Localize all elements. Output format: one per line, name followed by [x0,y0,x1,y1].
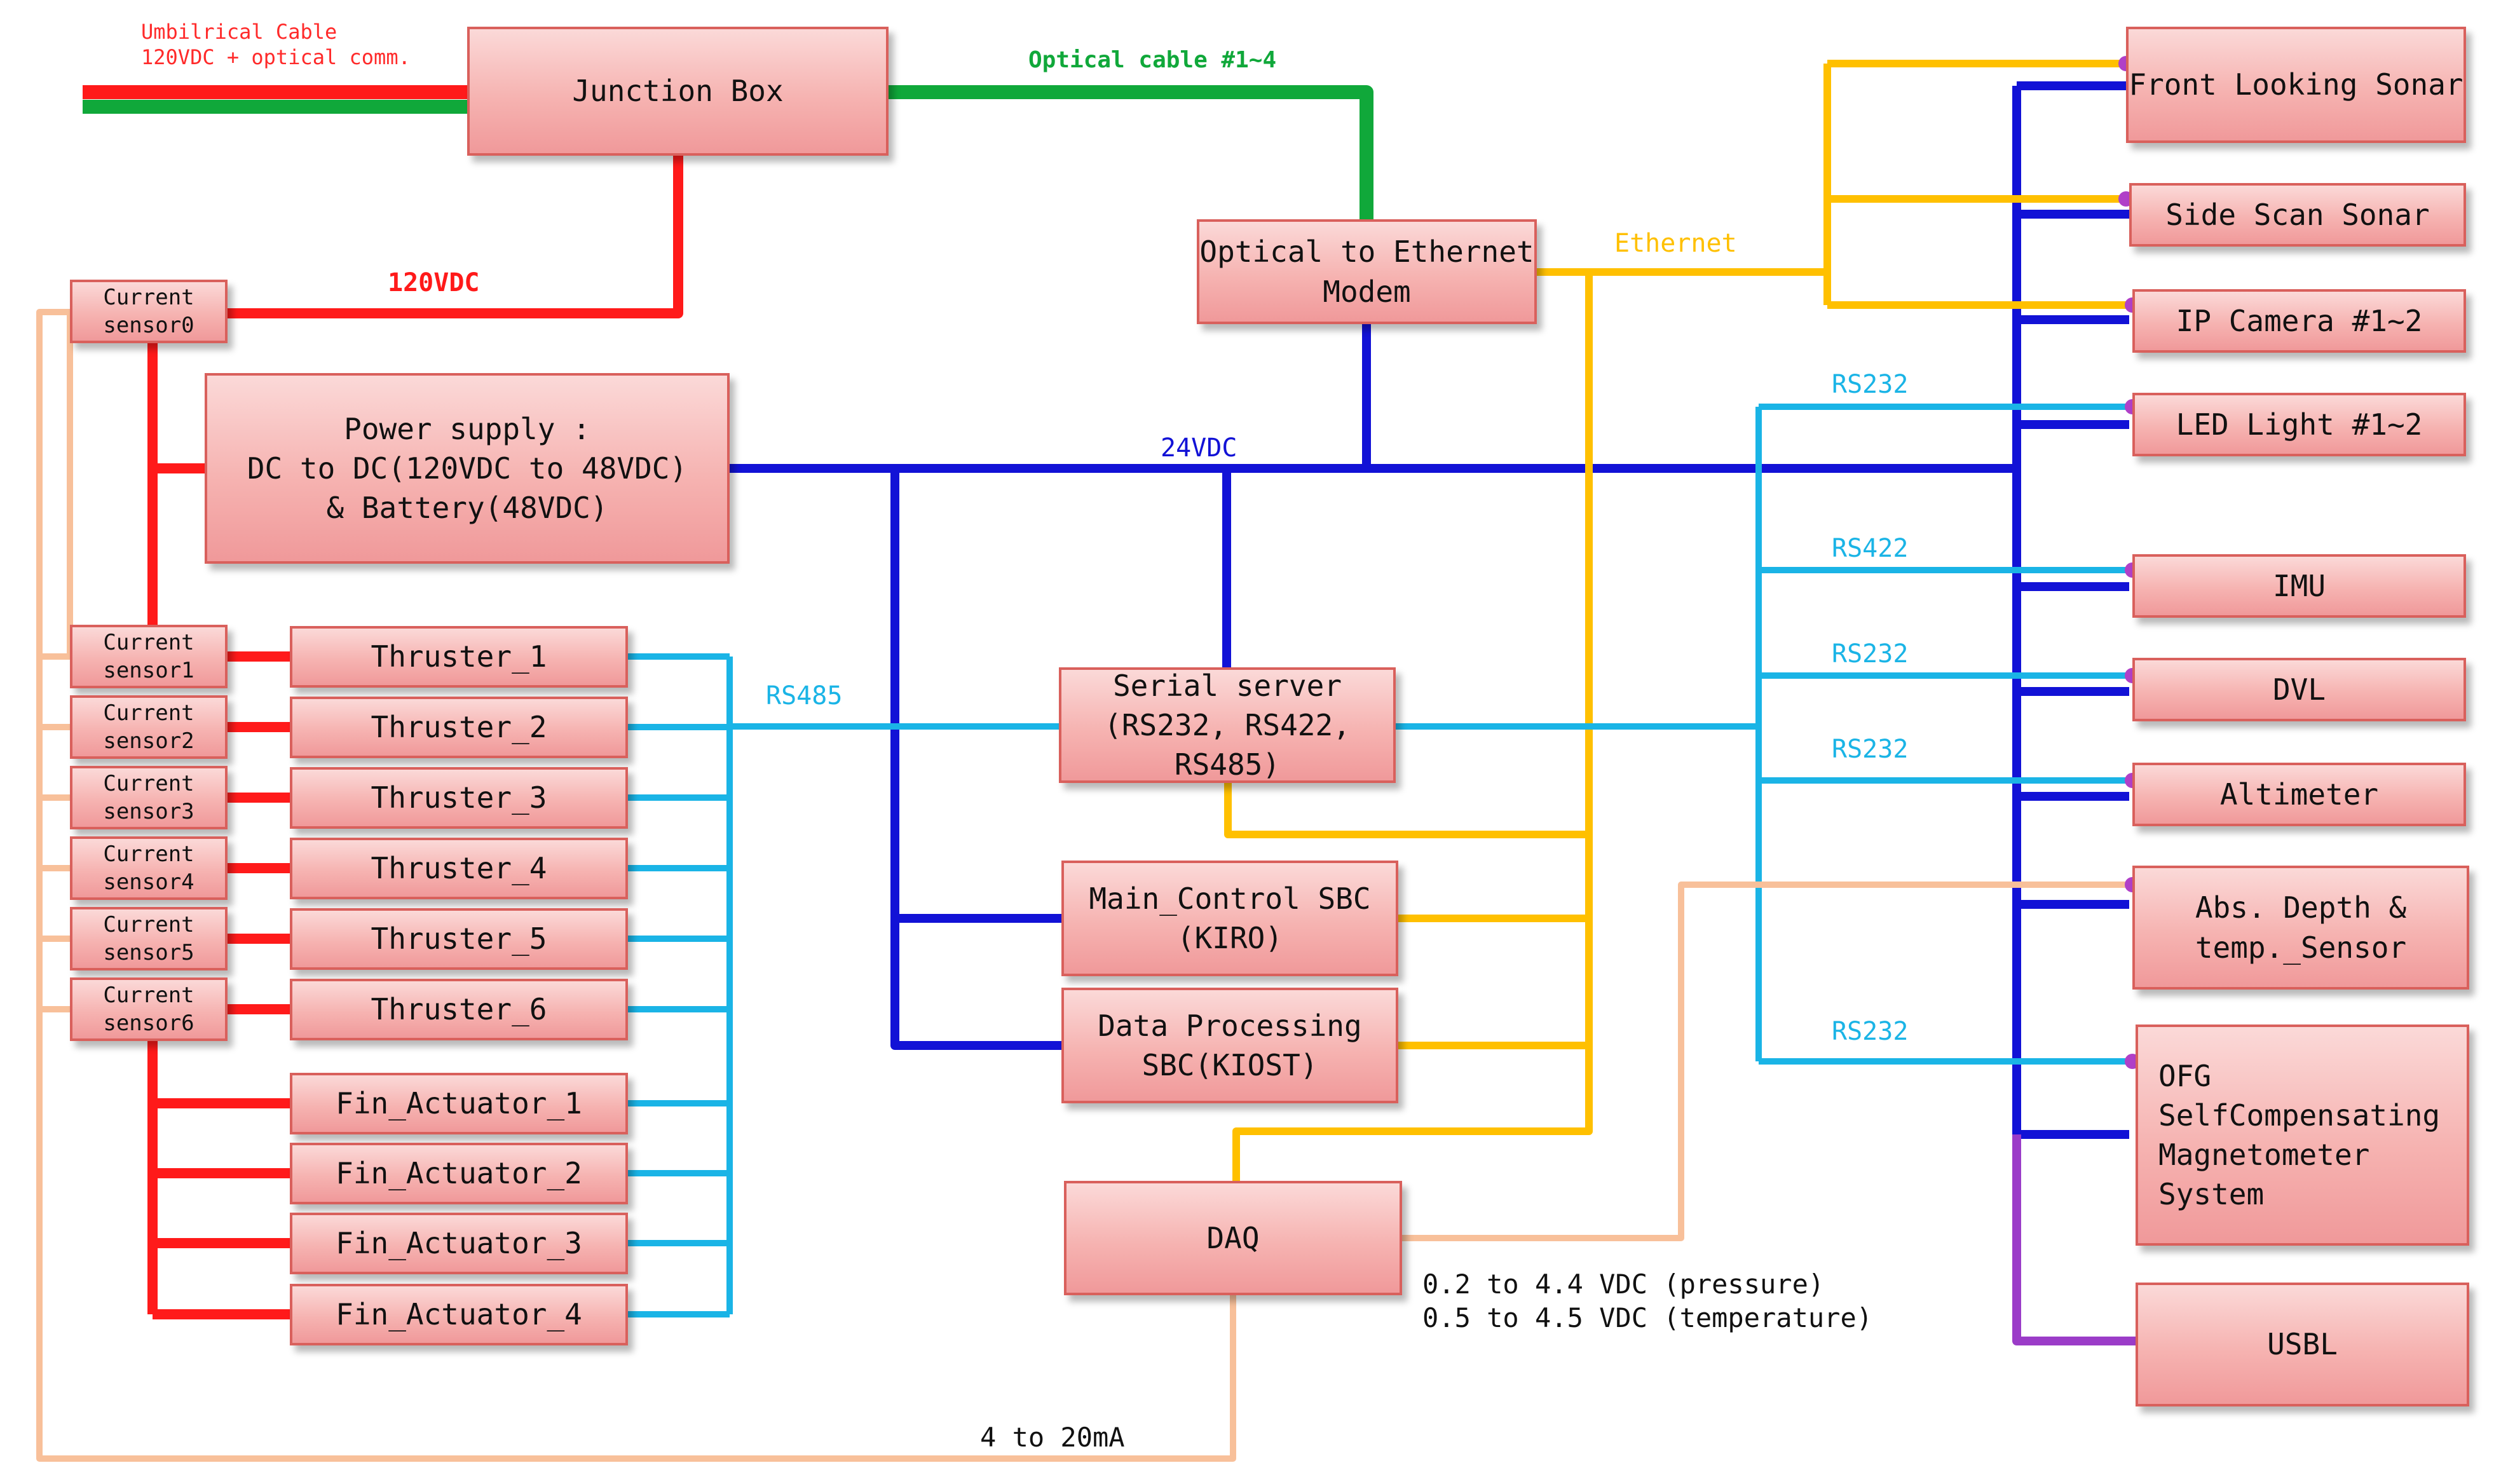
rs232-dvl-label: RS232 [1832,639,1909,669]
side-scan-sonar-box: Side Scan Sonar [2129,183,2466,247]
power-supply-box: Power supply : DC to DC(120VDC to 48VDC)… [205,373,730,564]
current-sensor-1-box: Current sensor1 [70,625,228,688]
imu-box: IMU [2132,554,2466,618]
fin-actuator-1-box: Fin_Actuator_1 [290,1073,628,1134]
dvl-box: DVL [2132,658,2466,721]
thruster-4-box: Thruster_4 [290,838,628,899]
usbl-power-wiring [2012,1134,2136,1345]
current-sensor-5-box: Current sensor5 [70,907,228,970]
thruster-3-box: Thruster_3 [290,767,628,829]
ethernet-label: Ethernet [1614,229,1737,258]
serial-server-box: Serial server (RS232, RS422, RS485) [1059,667,1396,783]
main-control-sbc-box: Main_Control SBC (KIRO) [1061,861,1398,976]
current-sensor-6-box: Current sensor6 [70,977,228,1041]
optical-ethernet-modem-box: Optical to Ethernet Modem [1197,219,1537,324]
optical-cable-wiring [889,85,1373,219]
120vdc-label: 120VDC [388,268,480,297]
thruster-1-box: Thruster_1 [290,626,628,688]
thruster-5-box: Thruster_5 [290,908,628,970]
current-sensor-0-box: Current sensor0 [70,280,228,343]
rs422-imu-label: RS422 [1832,534,1909,563]
current-sensor-3-box: Current sensor3 [70,766,228,829]
front-looking-sonar-box: Front Looking Sonar [2126,27,2466,143]
power-24vdc-wiring [730,81,2129,1139]
depth-temp-sensor-box: Abs. Depth & temp._Sensor [2132,866,2469,990]
fin-actuator-2-box: Fin_Actuator_2 [290,1143,628,1204]
ethernet-wiring [1224,60,2126,1181]
usbl-box: USBL [2136,1283,2469,1406]
ofg-magnetometer-box: OFG SelfCompensating Magnetometer System [2136,1025,2469,1246]
analog-wiring [36,309,2132,1462]
rs232-altimeter-label: RS232 [1832,735,1909,764]
optical-cable-label: Optical cable #1~4 [1028,47,1277,73]
current-sensor-2-box: Current sensor2 [70,695,228,759]
power-120vdc-wiring [147,156,683,1319]
current-loop-label: 4 to 20mA [980,1422,1125,1453]
daq-box: DAQ [1064,1181,1402,1295]
thruster-6-box: Thruster_6 [290,979,628,1040]
analog-voltage-label: 0.2 to 4.4 VDC (pressure) 0.5 to 4.5 VDC… [1422,1269,1873,1333]
led-light-box: LED Light #1~2 [2132,393,2466,456]
altimeter-box: Altimeter [2132,763,2466,826]
current-sensor-4-box: Current sensor4 [70,836,228,900]
data-processing-sbc-box: Data Processing SBC(KIOST) [1061,988,1398,1103]
ip-camera-box: IP Camera #1~2 [2132,289,2466,353]
rs485-label: RS485 [766,681,843,711]
rs232-led-label: RS232 [1832,370,1909,399]
fin-actuator-4-box: Fin_Actuator_4 [290,1284,628,1345]
rs232-ofg-label: RS232 [1832,1017,1909,1046]
umbilical-cable-label: Umbilrical Cable 120VDC + optical comm. [141,20,411,69]
fin-actuator-3-box: Fin_Actuator_3 [290,1213,628,1274]
24vdc-label: 24VDC [1161,433,1237,463]
junction-box: Junction Box [467,27,889,156]
thruster-2-box: Thruster_2 [290,697,628,758]
serial-wiring [628,404,2132,1317]
